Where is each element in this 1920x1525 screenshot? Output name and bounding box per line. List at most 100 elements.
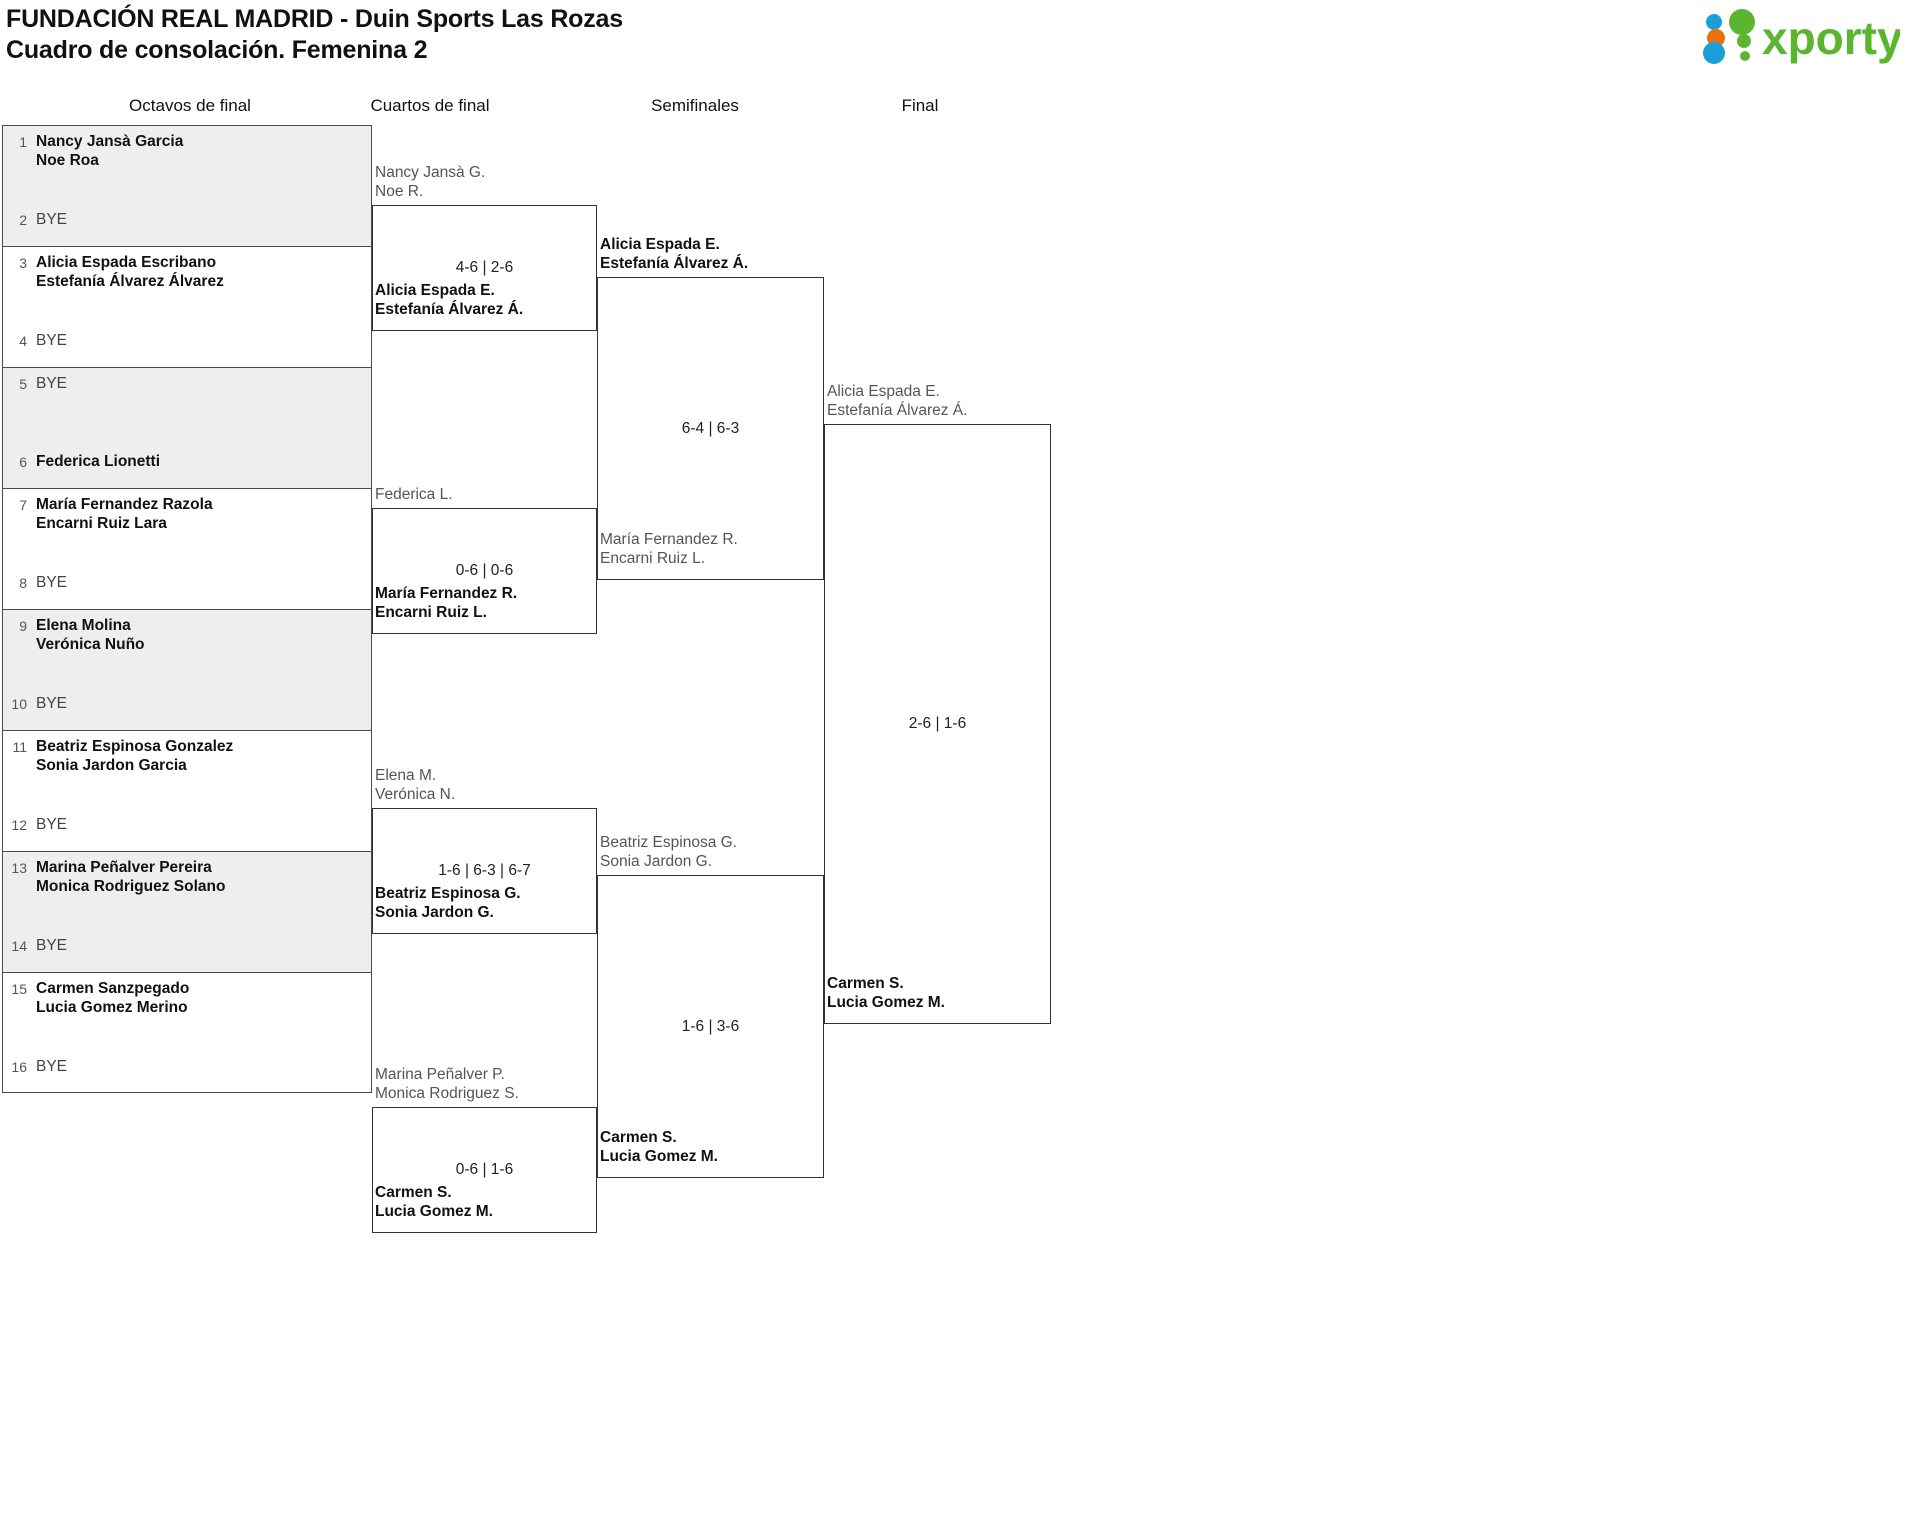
final-match[interactable]: 2-6 | 1-6	[824, 424, 1051, 1024]
seed-player-names: BYE	[27, 1057, 67, 1076]
seed-name-line: Noe Roa	[36, 152, 99, 169]
seed-name-line: Estefanía Álvarez Álvarez	[36, 273, 224, 290]
seed-name-line: BYE	[36, 211, 68, 228]
match-score: 0-6 | 0-6	[455, 562, 514, 579]
quarterfinal-3[interactable]: 1-6 | 6-3 | 6-7	[372, 808, 597, 934]
seed-player-names: BYE	[27, 815, 67, 834]
competitor-name-line: Sonia Jardon G.	[375, 904, 494, 921]
competitor-name-line: Estefanía Álvarez Á.	[375, 301, 524, 318]
seed-player-names: BYE	[27, 210, 67, 229]
competitor-name-line: Encarni Ruiz L.	[375, 604, 487, 621]
seed-name-line: BYE	[36, 1058, 68, 1075]
seed-number: 14	[11, 938, 27, 954]
seed-player-names: BYE	[27, 936, 67, 955]
competitor-name-line: Alicia Espada E.	[827, 383, 940, 400]
seed-name-line: BYE	[36, 375, 68, 392]
quarterfinal-2[interactable]: 0-6 | 0-6	[372, 508, 597, 634]
competitor-top[interactable]: Federica L.	[375, 485, 453, 504]
competitor-top[interactable]: Alicia Espada E. Estefanía Álvarez Á.	[827, 382, 967, 420]
seed-entry[interactable]: 16 BYE	[3, 1057, 371, 1076]
competitor-top[interactable]: Elena M. Verónica N.	[375, 766, 455, 804]
svg-text:xporty: xporty	[1762, 12, 1900, 64]
match-score: 1-6 | 3-6	[681, 1018, 740, 1035]
competitor-name-line: Elena M.	[375, 767, 437, 784]
competitor-name-line: María Fernandez R.	[600, 531, 738, 548]
seed-name-line: Nancy Jansà Garcia	[36, 133, 184, 150]
competitor-bottom[interactable]: Carmen S.Lucia Gomez M.	[600, 1128, 718, 1166]
match-score: 4-6 | 2-6	[455, 259, 514, 276]
competitor-bottom[interactable]: Carmen S. Lucia Gomez M.	[827, 974, 945, 1012]
competitor-bottom[interactable]: María Fernandez R.Encarni Ruiz L.	[600, 530, 738, 568]
bracket-subtitle: Cuadro de consolación. Femenina 2	[6, 36, 428, 64]
seed-number: 13	[11, 860, 27, 876]
competitor-name-line: Estefanía Álvarez Á.	[827, 402, 968, 419]
semifinal-2[interactable]: 1-6 | 3-6	[597, 875, 824, 1178]
competitor-name-line: Alicia Espada E.	[600, 236, 720, 253]
competitor-bottom[interactable]: Carmen S.Lucia Gomez M.	[375, 1183, 493, 1221]
seed-entry[interactable]: 14 BYE	[3, 936, 371, 955]
competitor-name-line: Carmen S.	[827, 975, 904, 992]
competitor-name-line: Lucia Gomez M.	[375, 1203, 493, 1220]
competitor-name-line: Lucia Gomez M.	[827, 994, 945, 1011]
round-header-octavos: Octavos de final	[129, 96, 251, 115]
competitor-name-line: Alicia Espada E.	[375, 282, 495, 299]
competitor-name-line: Lucia Gomez M.	[600, 1148, 718, 1165]
competitor-name-line: Beatriz Espinosa G.	[375, 885, 521, 902]
round-header-semifinal: Semifinales	[651, 96, 739, 115]
competitor-top[interactable]: Beatriz Espinosa G.Sonia Jardon G.	[600, 833, 737, 871]
semifinal-1[interactable]: 6-4 | 6-3	[597, 277, 824, 580]
competitor-name-line: Verónica N.	[375, 786, 456, 803]
competitor-name-line: Estefanía Álvarez Á.	[600, 255, 749, 272]
competitor-top[interactable]: Marina Peñalver P.Monica Rodriguez S.	[375, 1065, 519, 1103]
xporty-logo: xporty	[1700, 8, 1900, 64]
competitor-bottom[interactable]: María Fernandez R. Encarni Ruiz L.	[375, 584, 517, 622]
competitor-top[interactable]: Alicia Espada E. Estefanía Álvarez Á.	[600, 235, 748, 273]
quarterfinal-1[interactable]: 4-6 | 2-6	[372, 205, 597, 331]
seed-name-line: BYE	[36, 816, 68, 833]
seed-name-line: Alicia Espada Escribano	[36, 254, 217, 271]
seed-name-line: Encarni Ruiz Lara	[36, 515, 167, 532]
seed-name-line: BYE	[36, 937, 68, 954]
seed-number: 5	[19, 376, 27, 392]
seed-number: 10	[11, 696, 27, 712]
seed-number: 7	[19, 497, 27, 513]
seed-entry[interactable]: 5 BYE	[3, 374, 371, 393]
match-score: 6-4 | 6-3	[681, 420, 740, 437]
quarterfinal-4[interactable]: 0-6 | 1-6	[372, 1107, 597, 1233]
competitor-top[interactable]: Nancy Jansà G.Noe R.	[375, 163, 485, 201]
round-header-final: Final	[901, 96, 939, 115]
seed-name-line: María Fernandez Razola	[36, 496, 213, 513]
competitor-bottom[interactable]: Beatriz Espinosa G. Sonia Jardon G.	[375, 884, 521, 922]
competitor-bottom[interactable]: Alicia Espada E. Estefanía Álvarez Á.	[375, 281, 523, 319]
seed-number: 16	[11, 1059, 27, 1075]
competitor-name-line: María Fernandez R.	[375, 585, 518, 602]
seed-name-line: Beatriz Espinosa Gonzalez	[36, 738, 234, 755]
round-header-cuartos: Cuartos de final	[370, 96, 490, 115]
seed-number: 6	[19, 454, 27, 470]
